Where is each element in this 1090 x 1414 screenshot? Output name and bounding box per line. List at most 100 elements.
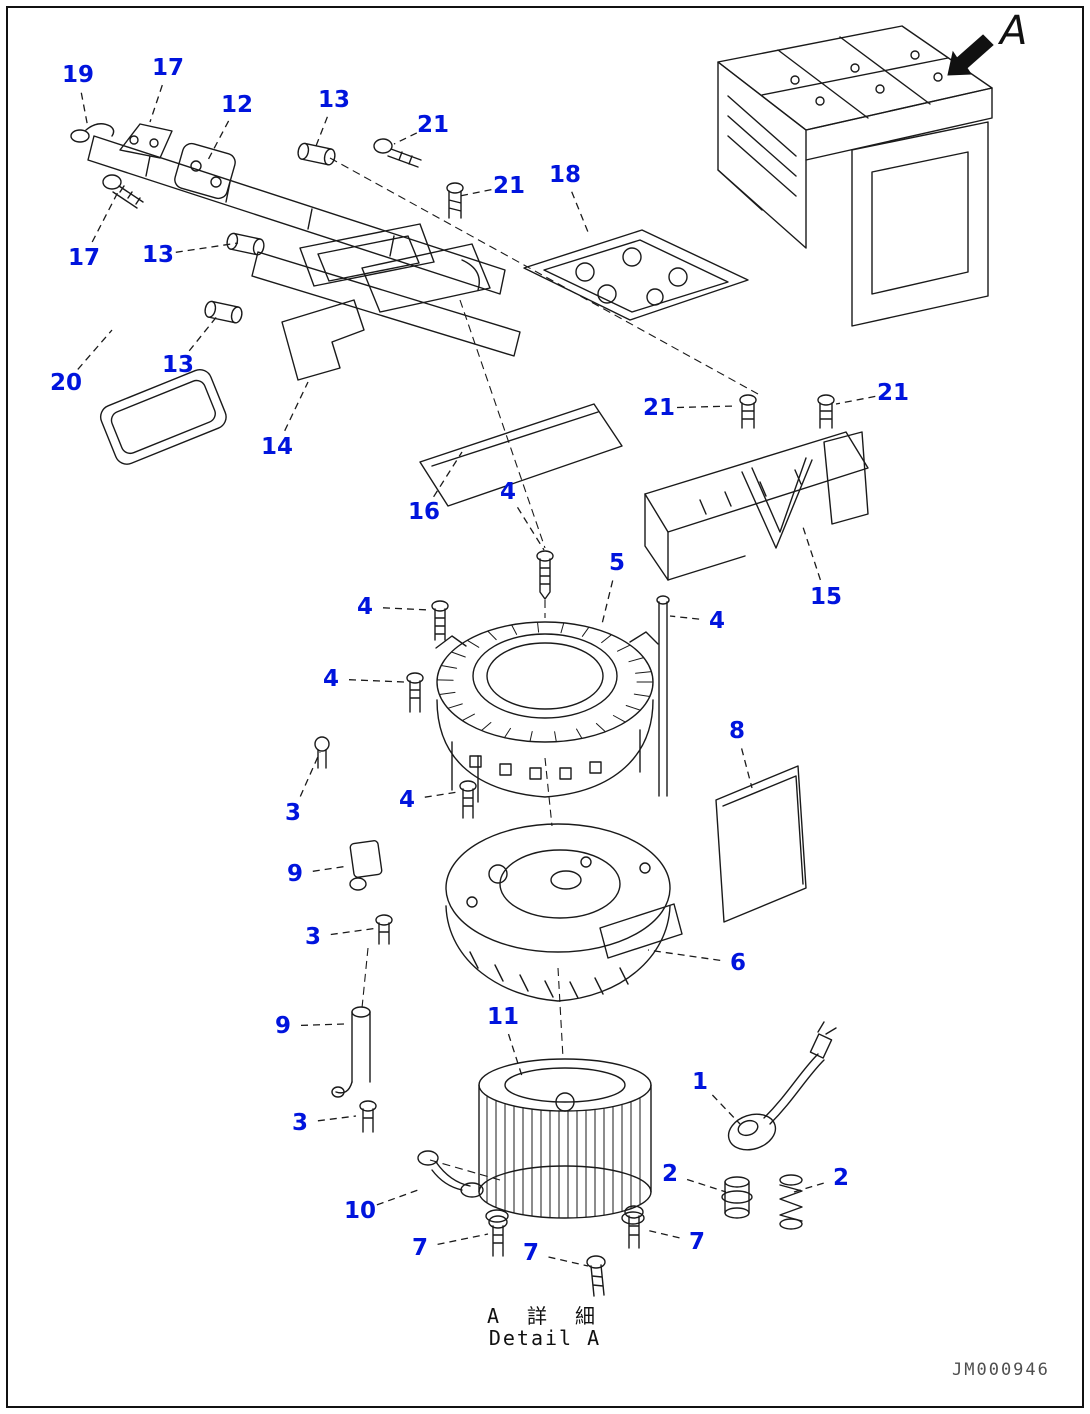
leader-line-17 bbox=[149, 84, 163, 123]
leader-line-6 bbox=[647, 949, 721, 962]
leader-line-12 bbox=[207, 120, 230, 161]
leader-line-3 bbox=[299, 751, 321, 797]
leader-line-4 bbox=[348, 679, 405, 683]
leader-line-19 bbox=[80, 92, 89, 129]
callout-2: 2 bbox=[662, 1161, 678, 1187]
callout-19: 19 bbox=[62, 62, 94, 88]
seal-8-drawing bbox=[715, 765, 807, 923]
callout-16: 16 bbox=[408, 499, 440, 525]
callout-2: 2 bbox=[833, 1165, 849, 1191]
fasteners-drawing bbox=[314, 138, 835, 1297]
callout-21: 21 bbox=[417, 112, 449, 138]
blower-wheel-drawing bbox=[478, 1058, 652, 1225]
callout-7: 7 bbox=[689, 1229, 705, 1255]
callout-21: 21 bbox=[643, 395, 675, 421]
callout-6: 6 bbox=[730, 950, 746, 976]
screw-4-d bbox=[459, 780, 477, 819]
plate-16-drawing bbox=[419, 403, 623, 507]
leader-line-7 bbox=[437, 1233, 489, 1246]
callout-4: 4 bbox=[357, 594, 373, 620]
detail-title-en: Detail A bbox=[488, 1326, 602, 1350]
callout-21: 21 bbox=[877, 380, 909, 406]
leader-line-4 bbox=[516, 506, 545, 551]
leader-line-5 bbox=[601, 580, 614, 625]
callout-3: 3 bbox=[292, 1110, 308, 1136]
callout-3: 3 bbox=[285, 800, 301, 826]
leader-line-21 bbox=[835, 395, 876, 405]
leader-line-7 bbox=[645, 1229, 680, 1239]
callout-13: 13 bbox=[162, 352, 194, 378]
screw-4-b bbox=[431, 600, 449, 641]
callout-9: 9 bbox=[287, 861, 303, 887]
view-direction-arrow-icon bbox=[947, 34, 994, 76]
callout-11: 11 bbox=[487, 1004, 519, 1030]
callout-14: 14 bbox=[261, 434, 293, 460]
bolt-3-a bbox=[314, 736, 330, 769]
leader-line-21 bbox=[459, 188, 492, 197]
view-label: A bbox=[1000, 8, 1028, 54]
leader-line-10 bbox=[376, 1189, 419, 1206]
bracket-15-drawing bbox=[644, 431, 869, 581]
leader-line-20 bbox=[77, 329, 113, 370]
callout-4: 4 bbox=[399, 787, 415, 813]
leader-line-18 bbox=[571, 191, 589, 233]
leader-line-9 bbox=[312, 865, 349, 872]
doc-code: JM000946 bbox=[952, 1360, 1050, 1380]
leader-line-16 bbox=[433, 451, 463, 498]
bolt-7-a bbox=[488, 1215, 508, 1257]
callout-1: 1 bbox=[692, 1069, 708, 1095]
callout-13: 13 bbox=[142, 242, 174, 268]
leader-line-13 bbox=[188, 314, 219, 352]
leader-line-3 bbox=[317, 1115, 357, 1122]
callout-4: 4 bbox=[500, 479, 516, 505]
callout-15: 15 bbox=[810, 584, 842, 610]
callout-21: 21 bbox=[493, 173, 525, 199]
callout-13: 13 bbox=[318, 87, 350, 113]
gasket-20-drawing bbox=[99, 369, 227, 465]
callout-12: 12 bbox=[221, 92, 253, 118]
callout-17: 17 bbox=[68, 245, 100, 271]
callout-18: 18 bbox=[549, 162, 581, 188]
assembly-axis-lines bbox=[329, 157, 759, 1181]
motor-harness-drawing bbox=[727, 1021, 837, 1151]
bolt-7-b bbox=[586, 1255, 606, 1297]
callout-4: 4 bbox=[709, 608, 725, 634]
screw-4-a bbox=[536, 550, 554, 600]
callout-20: 20 bbox=[50, 370, 82, 396]
leader-line-2 bbox=[793, 1182, 824, 1193]
small-parts-drawing bbox=[70, 123, 484, 1198]
leader-line-3 bbox=[330, 927, 379, 936]
callout-3: 3 bbox=[305, 924, 321, 950]
leader-line-21 bbox=[393, 132, 418, 145]
callout-4: 4 bbox=[323, 666, 339, 692]
bolt-3-c bbox=[359, 1100, 377, 1133]
upper-housing-drawing bbox=[435, 621, 659, 803]
leader-line-1 bbox=[711, 1094, 741, 1125]
callout-5: 5 bbox=[609, 550, 625, 576]
screw-21-a bbox=[373, 138, 422, 168]
callout-9: 9 bbox=[275, 1013, 291, 1039]
screw-21-d bbox=[817, 394, 835, 429]
callout-7: 7 bbox=[523, 1240, 539, 1266]
main-frame-drawing bbox=[87, 135, 521, 381]
screw-4-c bbox=[406, 672, 424, 713]
leader-line-9 bbox=[300, 1023, 345, 1027]
leader-line-13 bbox=[315, 116, 329, 147]
leader-line-15 bbox=[801, 523, 822, 581]
bolt-3-b bbox=[375, 914, 393, 945]
leader-line-4 bbox=[424, 791, 459, 798]
leader-line-13 bbox=[175, 242, 239, 253]
screw-21-c bbox=[739, 394, 757, 429]
grommets-drawing bbox=[721, 1174, 803, 1230]
assembled-unit-drawing bbox=[717, 25, 993, 327]
screw-21-b bbox=[446, 182, 464, 219]
callout-10: 10 bbox=[344, 1198, 376, 1224]
leader-line-7 bbox=[548, 1256, 589, 1267]
leader-line-21 bbox=[676, 405, 737, 409]
detail-title-ja: A 詳 細 bbox=[486, 1304, 604, 1328]
leader-line-2 bbox=[686, 1178, 727, 1193]
bolt-7-c bbox=[624, 1205, 644, 1249]
